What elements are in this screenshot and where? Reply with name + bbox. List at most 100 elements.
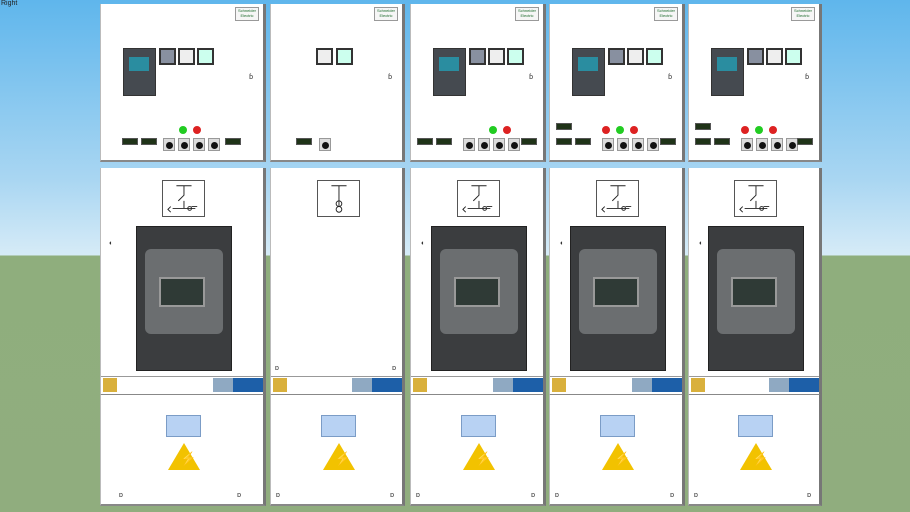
selector-switch[interactable] bbox=[163, 138, 175, 151]
indicator-lamp-green bbox=[179, 126, 187, 134]
selector-switch[interactable] bbox=[493, 138, 505, 151]
protection-relay bbox=[433, 48, 466, 96]
high-voltage-warning-icon: ⚡ bbox=[602, 443, 634, 470]
terminal-block bbox=[660, 138, 676, 145]
mimic-diagram-icon bbox=[632, 378, 682, 392]
door-handle-icon[interactable]: ◐ bbox=[109, 240, 114, 247]
earthing-indicator-icon bbox=[552, 378, 566, 392]
earthing-indicator-icon bbox=[691, 378, 705, 392]
protection-relay bbox=[711, 48, 744, 96]
selector-switch[interactable] bbox=[508, 138, 520, 151]
analog-meter-icon bbox=[178, 48, 195, 65]
earthing-indicator-icon bbox=[103, 378, 117, 392]
indicator-lamp-red bbox=[193, 126, 201, 134]
selector-switch[interactable] bbox=[178, 138, 190, 151]
high-voltage-warning-icon: ⚡ bbox=[168, 443, 200, 470]
hinge-icon: ɒ bbox=[670, 492, 674, 499]
sepam-protection-unit[interactable] bbox=[136, 226, 232, 371]
mimic-diagram-icon bbox=[493, 378, 543, 392]
door-handle-icon[interactable]: ◐ bbox=[560, 240, 565, 247]
door-handle-icon[interactable]: ◐ bbox=[421, 240, 426, 247]
indicator-lamp-red bbox=[503, 126, 511, 134]
terminal-block bbox=[417, 138, 433, 145]
selector-switch[interactable] bbox=[478, 138, 490, 151]
inspection-window bbox=[461, 415, 496, 437]
door-handle-icon[interactable]: ◐ bbox=[699, 240, 704, 247]
inspection-window bbox=[600, 415, 635, 437]
door-handle-icon[interactable]: ɓ bbox=[668, 74, 672, 81]
sepam-protection-unit[interactable] bbox=[431, 226, 527, 371]
analog-meter-icon bbox=[766, 48, 783, 65]
switching-compartment: ◐ bbox=[410, 168, 546, 396]
terminal-block bbox=[695, 138, 711, 145]
high-voltage-warning-icon: ⚡ bbox=[463, 443, 495, 470]
selector-switch[interactable] bbox=[632, 138, 644, 151]
protection-relay bbox=[123, 48, 156, 96]
interlock-strip bbox=[689, 376, 819, 392]
lv-compartment: Schneider Electric ɓ bbox=[410, 4, 546, 162]
selector-switch[interactable] bbox=[741, 138, 753, 151]
indicator-lamp-green bbox=[755, 126, 763, 134]
selector-switch[interactable] bbox=[208, 138, 220, 151]
hinge-icon: ɒ bbox=[276, 492, 280, 499]
high-voltage-warning-icon: ⚡ bbox=[322, 443, 355, 470]
indicator-lamp-red bbox=[602, 126, 610, 134]
indicator-lamp-green bbox=[616, 126, 624, 134]
selector-switch[interactable] bbox=[463, 138, 475, 151]
door-handle-icon[interactable]: ɓ bbox=[388, 74, 392, 81]
relay-faceplate bbox=[717, 249, 795, 334]
sepam-protection-unit[interactable] bbox=[708, 226, 804, 371]
analog-meter-icon bbox=[159, 48, 176, 65]
analog-meter-icon bbox=[197, 48, 214, 65]
relay-faceplate bbox=[579, 249, 657, 334]
schneider-logo: Schneider Electric bbox=[374, 7, 398, 21]
high-voltage-warning-icon: ⚡ bbox=[740, 443, 772, 470]
selector-switch[interactable] bbox=[193, 138, 205, 151]
terminal-block bbox=[556, 138, 572, 145]
relay-display bbox=[454, 277, 500, 307]
selector-switch[interactable] bbox=[756, 138, 768, 151]
single-line-diagram-icon bbox=[734, 180, 777, 217]
earthing-indicator-icon bbox=[273, 378, 287, 392]
relay-display bbox=[159, 277, 205, 307]
terminal-block bbox=[556, 123, 572, 130]
sepam-protection-unit[interactable] bbox=[570, 226, 666, 371]
interlock-strip bbox=[411, 376, 543, 392]
protection-relay bbox=[572, 48, 605, 96]
analog-meter-icon bbox=[316, 48, 333, 65]
selector-switch[interactable] bbox=[617, 138, 629, 151]
analog-meter-icon bbox=[469, 48, 486, 65]
earthing-indicator-icon bbox=[413, 378, 427, 392]
switching-compartment: ◐ bbox=[549, 168, 685, 396]
indicator-lamp-green bbox=[489, 126, 497, 134]
door-handle-icon[interactable]: ɓ bbox=[529, 74, 533, 81]
terminal-block bbox=[521, 138, 537, 145]
selector-switch[interactable] bbox=[647, 138, 659, 151]
selector-switch[interactable] bbox=[319, 138, 331, 151]
selector-switch[interactable] bbox=[771, 138, 783, 151]
view-label: Right bbox=[1, 0, 18, 7]
hinge-icon: ɒ bbox=[531, 492, 535, 499]
schneider-logo: Schneider Electric bbox=[515, 7, 539, 21]
terminal-block bbox=[714, 138, 730, 145]
door-handle-icon[interactable]: ɓ bbox=[249, 74, 253, 81]
interlock-strip bbox=[101, 376, 263, 392]
relay-display bbox=[593, 277, 639, 307]
terminal-block bbox=[797, 138, 813, 145]
door-handle-icon[interactable]: ɓ bbox=[805, 74, 809, 81]
selector-switch[interactable] bbox=[602, 138, 614, 151]
single-line-diagram-icon bbox=[316, 180, 360, 217]
analog-meter-icon bbox=[336, 48, 353, 65]
lv-compartment: Schneider Electric ɓ bbox=[270, 4, 405, 162]
inspection-window bbox=[738, 415, 773, 437]
hinge-icon: ɒ bbox=[392, 365, 396, 372]
analog-meter-icon bbox=[785, 48, 802, 65]
